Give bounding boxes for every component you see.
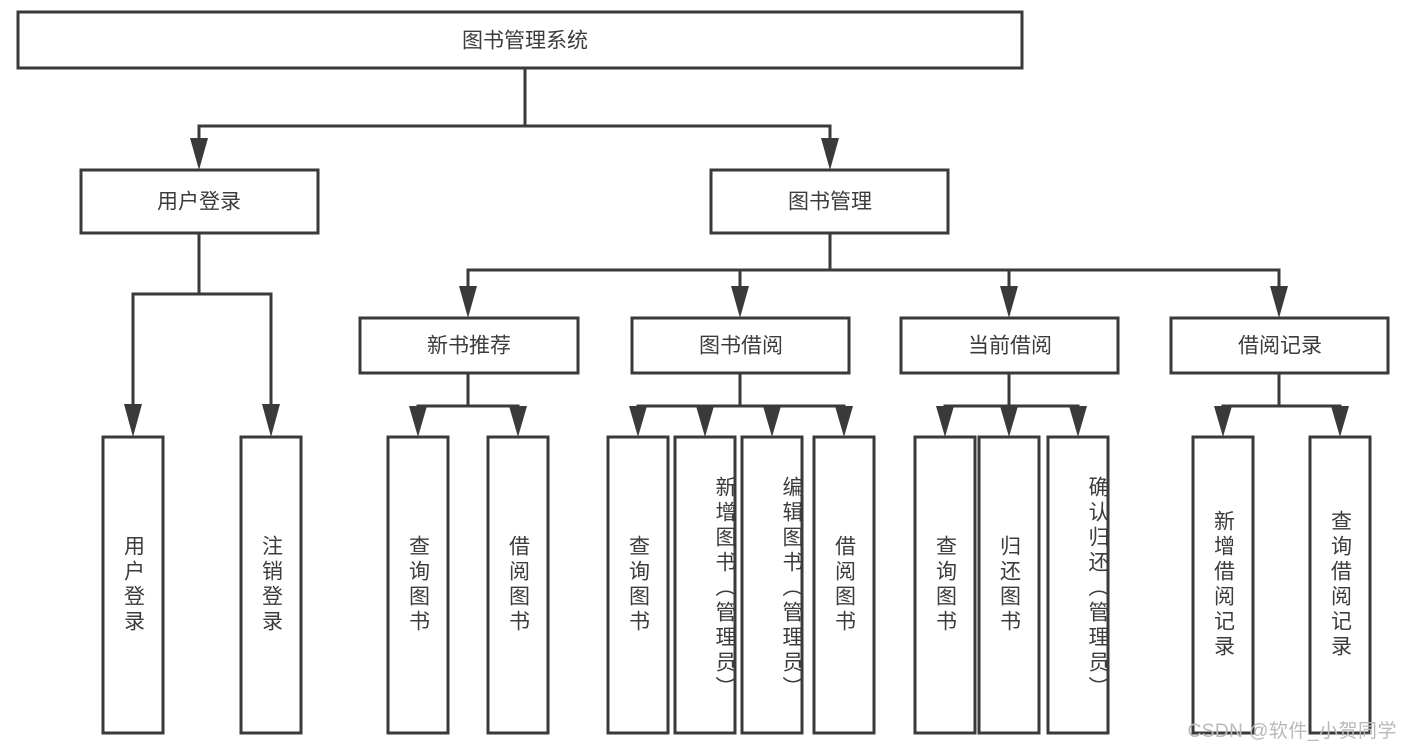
node-leaf-borrow-add-book-admin[interactable] <box>673 435 737 735</box>
arrow-icon-user-login-2 <box>262 404 280 437</box>
connector-group-current-borrow <box>936 371 1087 437</box>
arrow-icon-bb-2 <box>696 406 714 437</box>
node-book-management[interactable] <box>709 168 950 235</box>
node-current-borrow[interactable] <box>899 316 1120 375</box>
arrow-icon-to-book-manage <box>821 138 839 170</box>
arrow-icon-cb-2 <box>1000 406 1018 437</box>
connector-group-book-manage <box>459 231 1288 318</box>
arrow-icon-nbr-1 <box>409 406 427 437</box>
node-user-login-label: 用户登录 <box>157 191 241 214</box>
node-current-borrow-label: 当前借阅 <box>968 335 1052 358</box>
node-leaf-borrow-edit-book-admin[interactable] <box>740 435 804 735</box>
connector-group-borrow-record <box>1214 371 1349 437</box>
node-book-borrow[interactable] <box>630 316 851 375</box>
node-user-login[interactable] <box>79 168 320 235</box>
arrow-icon-bb-4 <box>835 406 853 437</box>
node-root-book-management-system[interactable] <box>16 10 1024 70</box>
arrow-icon-to-current-borrow <box>1000 286 1018 318</box>
connector-group-root <box>190 66 839 170</box>
node-borrow-record-label: 借阅记录 <box>1238 335 1322 358</box>
node-leaf-record-query-record[interactable] <box>1308 435 1372 735</box>
arrow-icon-user-login-1 <box>124 404 142 437</box>
arrow-icon-to-new-book-recommend <box>459 286 477 318</box>
node-leaf-record-add-record[interactable] <box>1191 435 1255 735</box>
arrow-icon-to-borrow-record <box>1270 286 1288 318</box>
connector-group-new-book-recommend <box>409 371 527 437</box>
node-leaf-current-query-book[interactable] <box>913 435 977 735</box>
node-leaf-recommend-query-book[interactable] <box>386 435 450 735</box>
node-new-book-recommend-label: 新书推荐 <box>427 335 511 358</box>
arrow-icon-br-1 <box>1214 406 1232 437</box>
node-leaf-logout-login[interactable] <box>239 435 303 735</box>
node-leaf-borrow-query-book[interactable] <box>606 435 670 735</box>
connector-group-book-borrow <box>629 371 853 437</box>
arrow-icon-cb-3 <box>1069 406 1087 437</box>
node-leaf-current-confirm-return-admin[interactable] <box>1046 435 1110 735</box>
node-root-label: 图书管理系统 <box>462 30 588 53</box>
connector-group-user-login <box>124 231 280 437</box>
arrow-icon-bb-3 <box>763 406 781 437</box>
arrow-icon-to-book-borrow <box>731 286 749 318</box>
arrow-icon-cb-1 <box>936 406 954 437</box>
arrow-icon-to-user-login <box>190 138 208 170</box>
node-book-management-label: 图书管理 <box>788 191 872 214</box>
node-leaf-borrow-borrow-book[interactable] <box>812 435 876 735</box>
node-leaf-recommend-borrow-book[interactable] <box>486 435 550 735</box>
node-leaf-current-return-book[interactable] <box>977 435 1041 735</box>
node-book-borrow-label: 图书借阅 <box>699 335 783 358</box>
csdn-watermark: CSDN @软件_小贺同学 <box>1187 721 1397 742</box>
node-new-book-recommend[interactable] <box>358 316 580 375</box>
node-borrow-record[interactable] <box>1169 316 1390 375</box>
node-leaf-user-login[interactable] <box>101 435 165 735</box>
arrow-icon-nbr-2 <box>509 406 527 437</box>
arrow-icon-bb-1 <box>629 406 647 437</box>
arrow-icon-br-2 <box>1331 406 1349 437</box>
